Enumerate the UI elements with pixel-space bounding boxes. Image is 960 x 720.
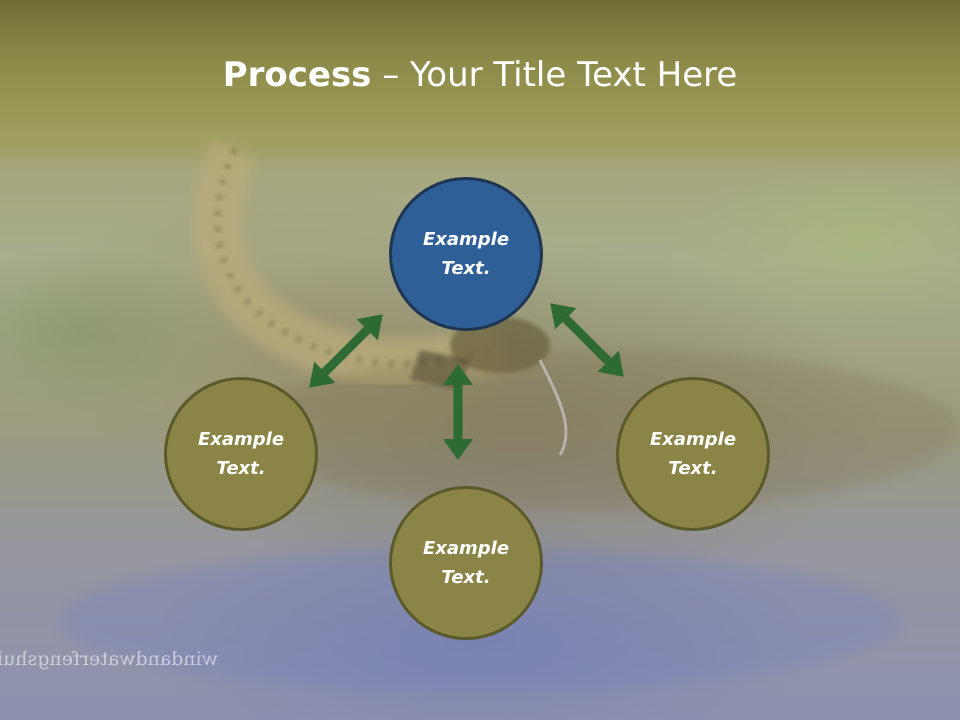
node-top-label: Example Text. <box>422 229 510 279</box>
node-right: Example Text. <box>616 377 770 531</box>
title-rest: – Your Title Text Here <box>371 55 738 95</box>
watermark-text: windandwaterfengshui.c <box>0 648 218 670</box>
arrow-top-right <box>550 303 624 377</box>
node-bottom-label: Example Text. <box>422 538 510 588</box>
node-right-label: Example Text. <box>649 429 737 479</box>
arrow-top-bottom <box>443 364 473 460</box>
title-bold: Process <box>222 55 372 95</box>
title-band <box>0 0 960 170</box>
watermark: windandwaterfengshui.c <box>0 648 218 670</box>
node-left: Example Text. <box>164 377 318 531</box>
node-top: Example Text. <box>389 177 543 331</box>
slide-title: Process – Your Title Text Here <box>0 52 960 98</box>
arrow-top-left <box>309 314 383 388</box>
node-bottom: Example Text. <box>389 486 543 640</box>
node-left-label: Example Text. <box>197 429 285 479</box>
